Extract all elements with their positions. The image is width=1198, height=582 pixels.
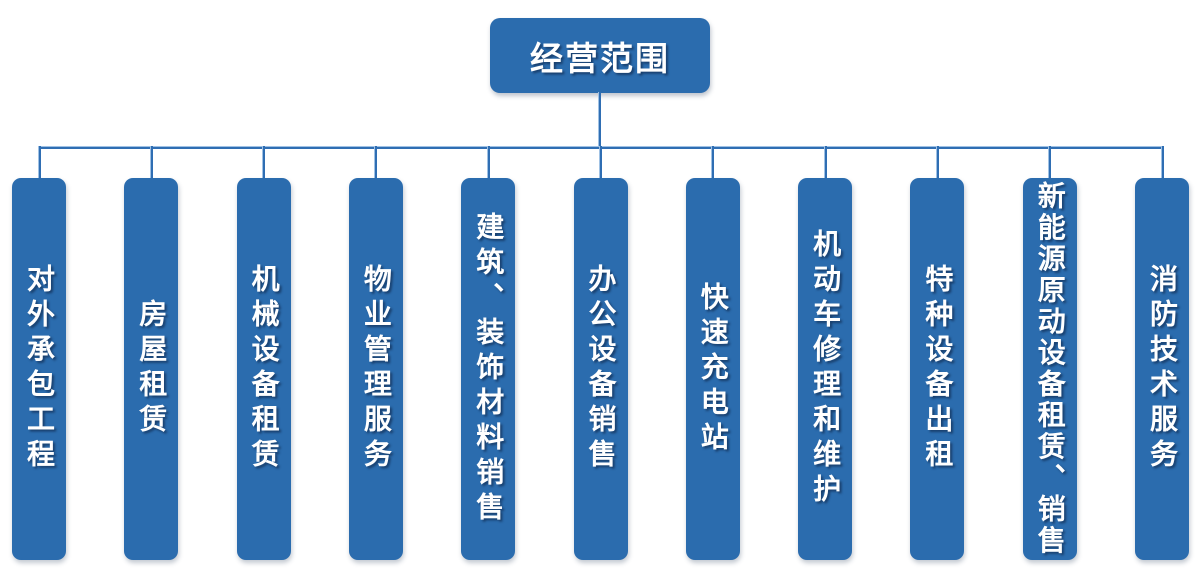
branch-node-label: 机械设备租赁 [248, 264, 280, 474]
connector-drop [599, 146, 602, 179]
branch-node-label: 特种设备出租 [922, 264, 954, 474]
branch-node-label: 机动车修理和维护 [810, 229, 842, 509]
connector-drop [1048, 146, 1052, 179]
connector-drop [374, 146, 378, 179]
branch-node-label: 建筑、装饰材料销售 [473, 211, 505, 527]
branch-node-label: 物业管理服务 [360, 264, 392, 474]
branch-node-label: 快速充电站 [697, 281, 729, 457]
connector-drop [711, 146, 715, 179]
root-node: 经营范围 [490, 18, 710, 93]
connector-stem [598, 92, 601, 148]
connector-drop [935, 146, 939, 179]
connector-drop [37, 146, 41, 179]
connector-drop [262, 146, 266, 179]
root-node-label: 经营范围 [530, 39, 670, 77]
branch-node: 快速充电站 [685, 178, 740, 560]
branch-node-label: 消防技术服务 [1147, 264, 1178, 474]
branch-node-label: 对外承包工程 [24, 264, 55, 474]
branch-node: 新能源原动设备租赁、销售 [1022, 178, 1077, 560]
connector-drop [149, 146, 153, 179]
branch-node: 消防技术服务 [1135, 178, 1189, 560]
branch-node-label: 新能源原动设备租赁、销售 [1034, 181, 1066, 557]
connector-drop [1160, 146, 1164, 179]
branch-node: 特种设备出租 [910, 178, 965, 560]
branch-node: 物业管理服务 [348, 178, 403, 560]
branch-node: 办公设备销售 [573, 178, 628, 560]
branch-node-label: 房屋租赁 [136, 299, 168, 439]
branch-node: 对外承包工程 [12, 178, 66, 560]
connector-drop [823, 146, 827, 179]
branch-node: 房屋租赁 [124, 178, 179, 560]
branch-node-label: 办公设备销售 [585, 264, 617, 474]
branch-node: 机械设备租赁 [236, 178, 291, 560]
connector-drop [486, 146, 490, 179]
branch-node: 建筑、装饰材料销售 [461, 178, 516, 560]
branch-node: 机动车修理和维护 [798, 178, 853, 560]
